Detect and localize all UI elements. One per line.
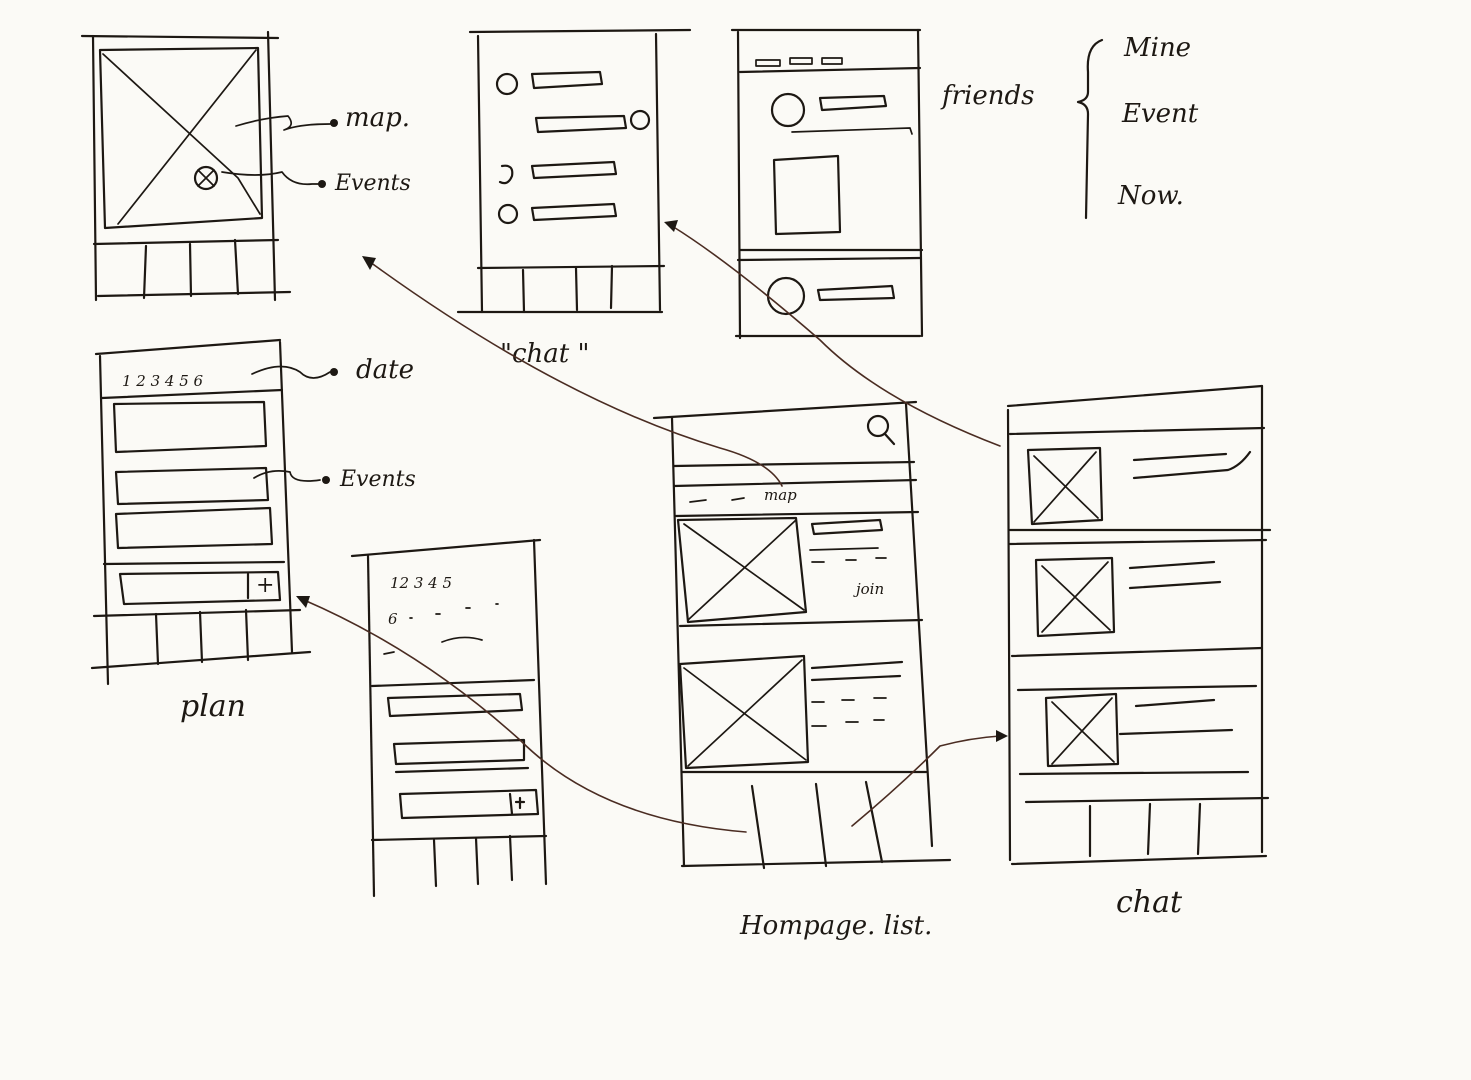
event-marker-icon[interactable] [193,165,219,191]
avatar [498,164,514,185]
event-card-2 [114,466,270,506]
event-image-placeholder-2 [678,654,810,770]
map-link-text[interactable]: map [764,486,797,504]
search-icon[interactable] [866,414,896,446]
chat-row-4 [497,202,618,225]
chat-screen-wireframe: chat [1006,384,1272,920]
plan-detail-date-row2: 6 [388,610,398,628]
homepage-list-label: Hompage. list. [739,911,932,941]
plan-detail-add-bar [398,788,540,820]
avatar [629,109,651,131]
chat-row-3 [498,160,618,185]
chat-list-tab-bar [521,264,614,314]
flow-arrows [296,220,1008,833]
plan-tab-bar [154,608,250,666]
chat-quote-label: "chat " [500,339,589,369]
chat-thumb-3 [1044,692,1120,768]
chat-thumb-1 [1026,446,1104,526]
plan-detail-tab-bar [432,834,514,888]
friends-annotation-text: friends [940,81,1035,111]
events-mid-annotation-text: Events [339,467,416,492]
feed-tab-event: Event [1121,99,1199,129]
events-annotation-text: Events [334,171,411,196]
chat-row-1 [495,70,604,96]
feed-image-placeholder [772,154,842,236]
avatar [497,203,519,225]
add-event-plus-icon[interactable]: + [256,573,274,598]
map-annotation-text: map. [345,103,410,133]
join-button[interactable]: join [853,580,884,598]
plan-date-digits: 1 2 3 4 5 6 [122,372,204,390]
avatar [495,72,519,96]
map-cross-line-1 [102,53,261,215]
arrow-chat-to-chat-list [671,225,1001,447]
feed-tab-now: Now. [1117,181,1184,211]
avatar [766,276,806,316]
event-card-3 [114,506,274,550]
events-annotation-line [221,171,321,186]
homepage-tab-bar [750,780,884,870]
map-annotation-line [235,115,331,131]
feed-tab-mine: Mine [1123,33,1191,63]
friends-feed-screen-wireframe: friends Mine Event Now. [730,28,1199,340]
feed-tabs [755,57,843,67]
map-cross-line-2 [117,49,257,225]
date-annotation-line [251,365,331,379]
map-tab-bar [142,238,240,300]
plan-detail-card-1 [386,692,524,718]
map-image-placeholder [98,46,264,230]
brace [1076,38,1104,220]
arrow-map-to-map-screen [369,261,783,487]
chat-label: chat [1116,885,1183,920]
plan-screen-wireframe: 1 2 3 4 5 6 + date Events plan [90,338,416,724]
avatar [770,92,806,128]
event-image-placeholder-1 [676,516,808,624]
homepage-list-screen-wireframe: map join Hompage. list. [652,400,952,941]
plan-detail-screen-wireframe: 12 3 4 5 6 [350,538,548,898]
arrow-tab-to-plan [303,599,747,833]
arrow-tab-to-chat [851,735,1001,827]
date-annotation-text: date [356,355,414,385]
chat-tab-bar [1088,802,1202,858]
chat-row-2 [534,109,651,134]
events-mid-annotation-line [253,470,321,482]
plan-detail-date-row1: 12 3 4 5 [390,574,452,592]
event-card-1 [112,400,268,454]
map-screen-wireframe: map. Events [80,30,411,302]
chat-list-screen-wireframe: "chat " [456,28,692,369]
chat-thumb-2 [1034,556,1116,638]
plan-label: plan [180,689,246,724]
plan-detail-card-2 [392,738,526,766]
add-event-bar [118,570,282,606]
